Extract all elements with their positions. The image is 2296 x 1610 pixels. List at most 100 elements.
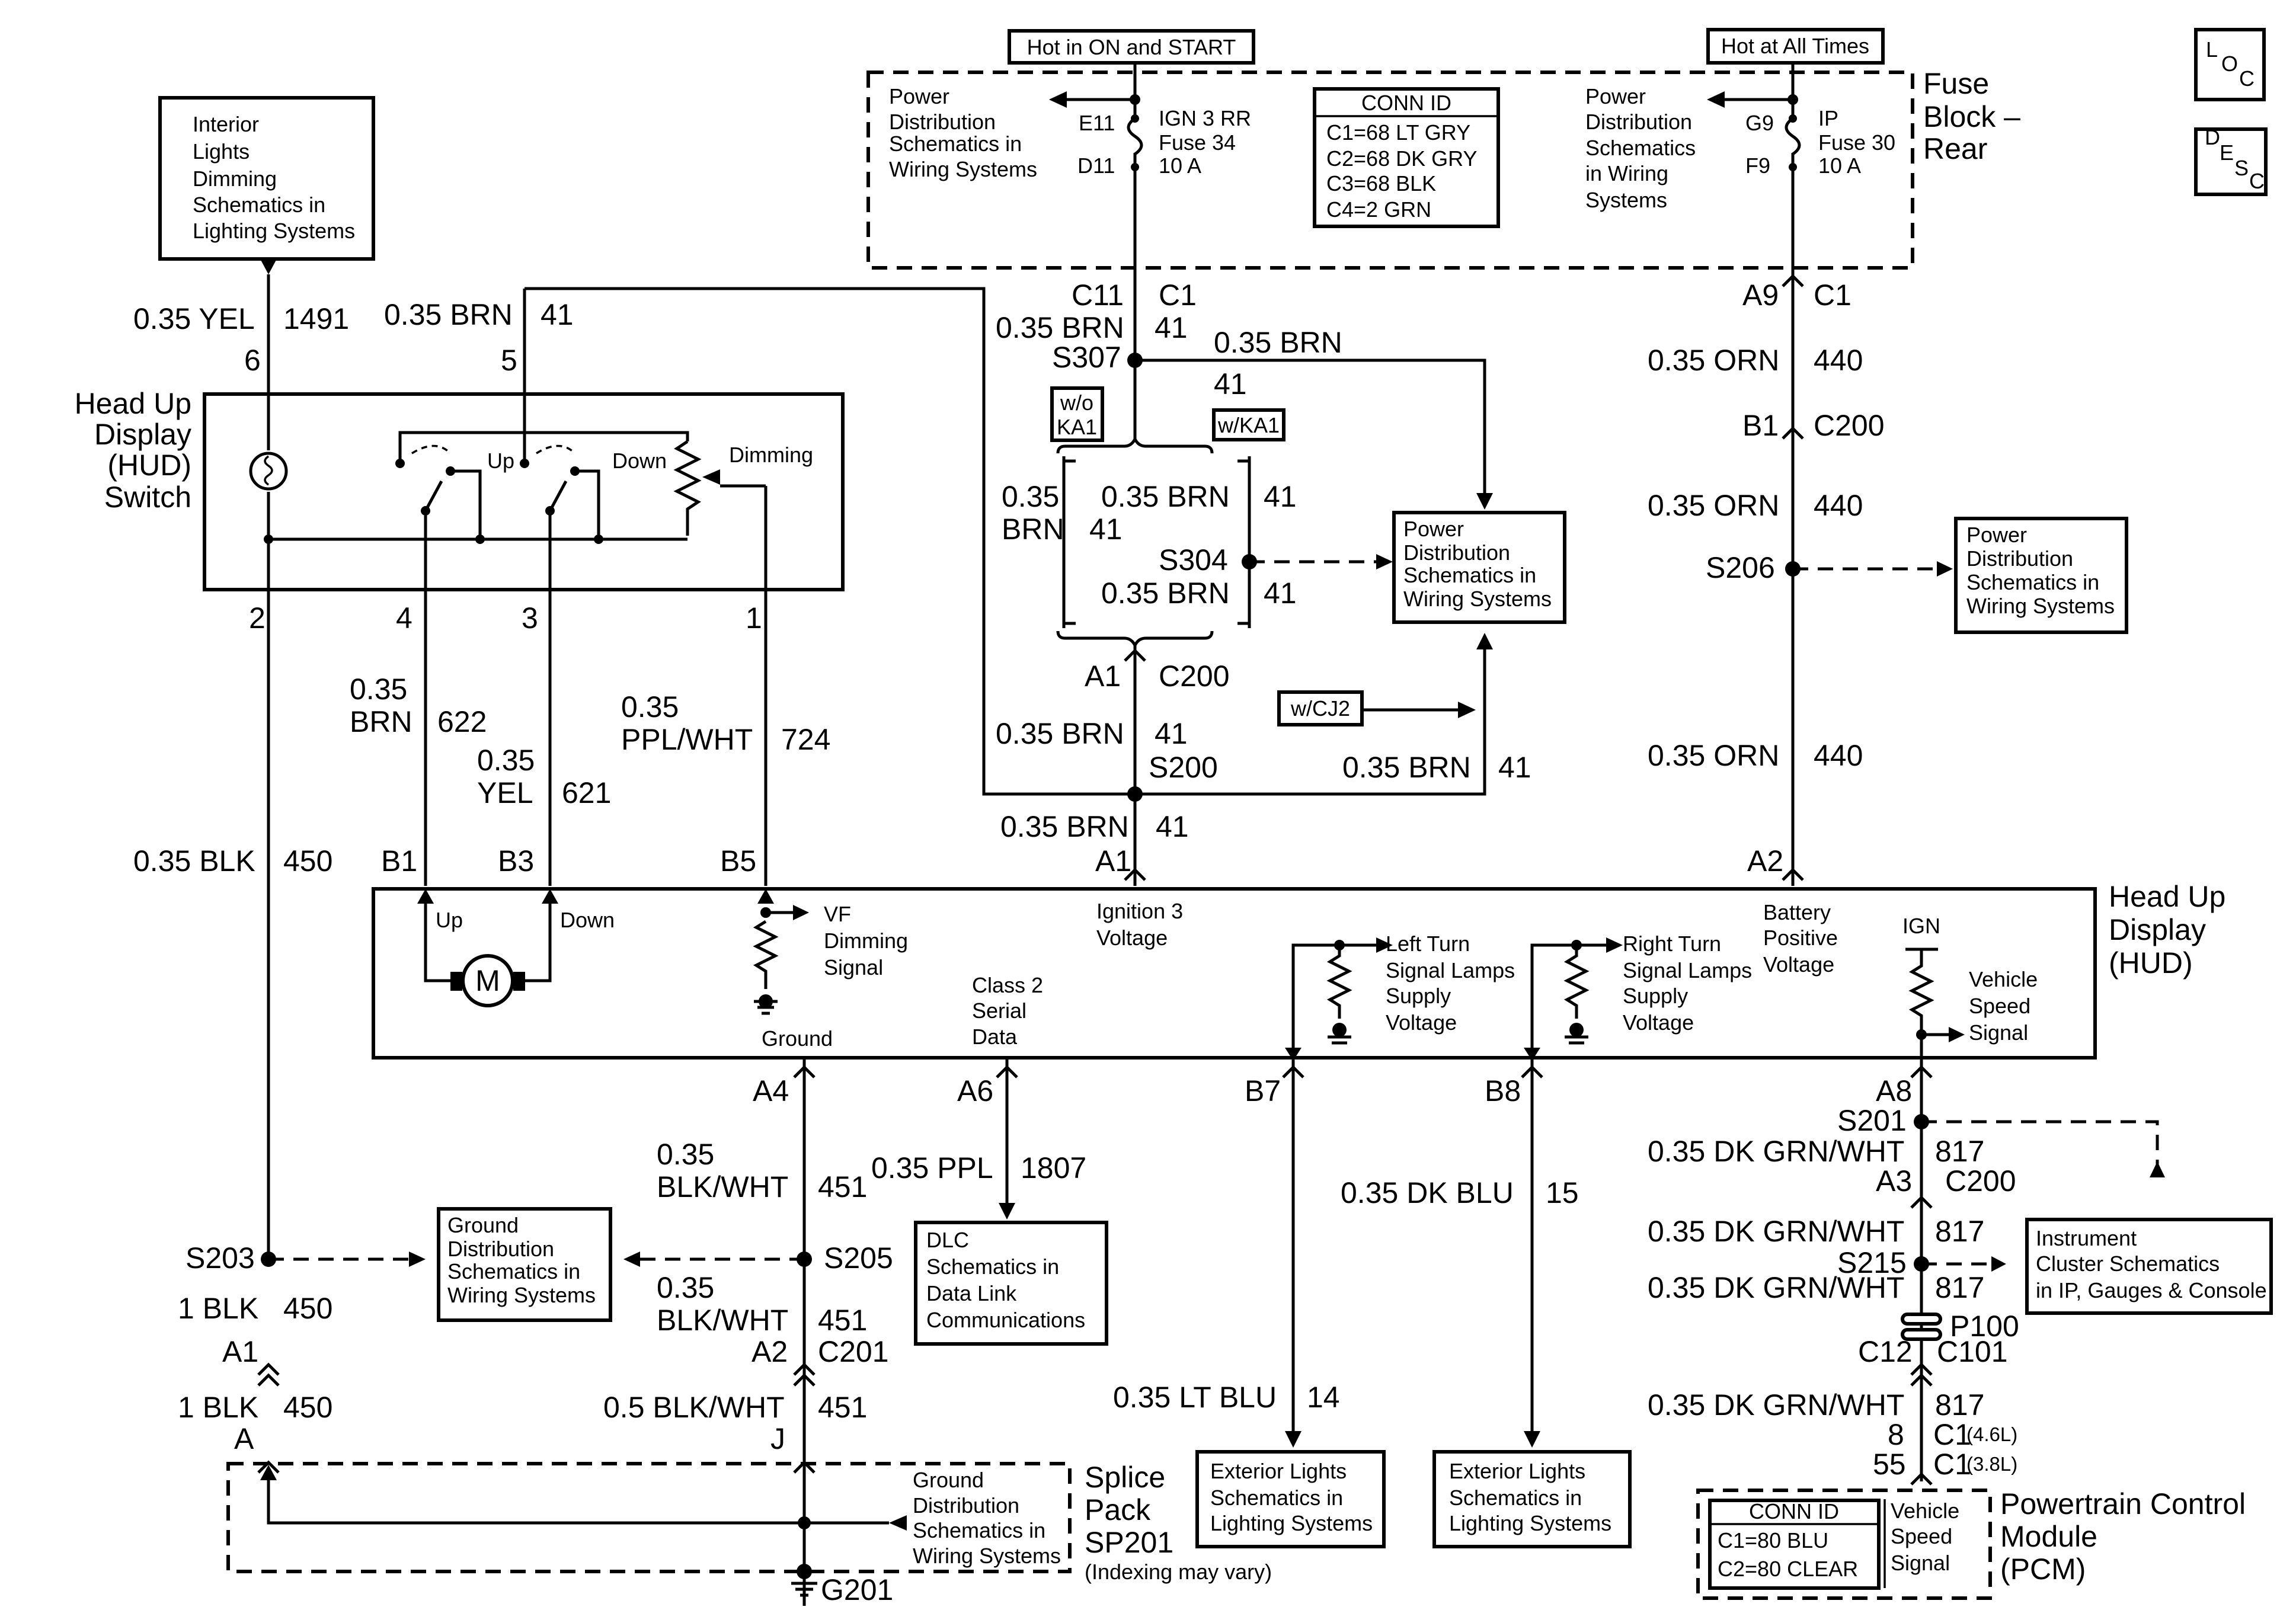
power-dist-right-text: Power Distribution Schematics in Wiring … [1585,84,1696,212]
hot-on-start-label: Hot in ON and START [1008,29,1255,65]
svg-text:Interior: Interior [193,112,259,136]
motor-down-label: Down [560,908,615,932]
exterior-lights-box-2[interactable]: Exterior Lights Schematics in Lighting S… [1432,1450,1632,1548]
svg-text:C2=68 DK GRY: C2=68 DK GRY [1326,146,1477,171]
pcm-label: Powertrain Control Module (PCM) [2000,1487,2246,1586]
dlc-box[interactable]: DLC Schematics in Data Link Communicatio… [914,1221,1108,1346]
hud-pin-b5: B5 [720,844,756,878]
svg-text:C2=80 CLEAR: C2=80 CLEAR [1718,1557,1858,1581]
svg-text:Distribution: Distribution [913,1493,1019,1518]
svg-text:Rear: Rear [1923,132,1987,165]
svg-text:Right Turn: Right Turn [1623,932,1721,956]
power-dist-left-text: Power Distribution Schematics in Wiring … [889,84,1037,181]
svg-text:Signal Lamps: Signal Lamps [1623,958,1752,982]
wire-440-circuit-b: 440 [1814,489,1863,522]
connector-a9: A9 [1742,279,1779,312]
svg-text:Hot in ON and START: Hot in ON and START [1027,35,1236,59]
wire-817-label-c: 0.35 DK GRN/WHT [1648,1271,1904,1304]
right-turn-label: Right Turn Signal Lamps Supply Voltage [1623,932,1752,1035]
fuse30-label: IP Fuse 30 10 A [1818,106,1895,178]
instrument-cluster-box[interactable]: Instrument Cluster Schematics in IP, Gau… [2025,1218,2273,1315]
svg-text:Instrument: Instrument [2036,1226,2137,1250]
hud-switch-pin-4: 4 [396,601,412,635]
wire-451-circuit-c: 451 [818,1391,867,1424]
svg-text:BLK/WHT: BLK/WHT [657,1170,788,1204]
svg-text:41: 41 [1089,513,1123,546]
svg-text:451: 451 [818,1170,867,1204]
splice-s206: S206 [1706,551,1775,584]
wire-41-circuit-g: 41 [1156,810,1189,843]
svg-text:Schematics in: Schematics in [1210,1486,1343,1510]
interior-lights-box[interactable]: Interior Lights Dimming Schematics in Li… [158,96,375,261]
hud-pin-b7: B7 [1245,1074,1281,1108]
svg-text:Systems: Systems [1585,188,1667,212]
svg-text:Schematics in: Schematics in [889,132,1022,156]
svg-text:Voltage: Voltage [1386,1010,1457,1035]
loc-icon[interactable]: L O C [2194,28,2266,101]
p100-label: P100 [1950,1310,2019,1343]
hud-pin-a1: A1 [1095,844,1131,878]
ground-icon [759,994,773,1009]
wire-622-label: 0.35 BRN 622 [350,673,487,738]
wire-817-circuit-d: 817 [1935,1388,1984,1422]
wire-451-label-a: 0.35 BLK/WHT 451 [657,1138,867,1204]
wo-ka1-option: w/o KA1 [1050,386,1104,442]
ground-dist-box[interactable]: Ground Distribution Schematics in Wiring… [437,1207,612,1322]
power-dist-center-box[interactable]: Power Distribution Schematics in Wiring … [1392,511,1566,624]
ignition3-label: Ignition 3 Voltage [1096,899,1183,950]
svg-text:Display: Display [2109,913,2206,946]
hud-module-label: Head Up Display (HUD) [2109,880,2225,980]
svg-text:Battery: Battery [1763,900,1831,924]
svg-text:Vehicle: Vehicle [1969,967,2038,991]
ground-g201: G201 [821,1573,893,1606]
pcm-c1-38l: C1 [1933,1448,1971,1481]
wire-14-label: 0.35 LT BLU [1113,1381,1277,1414]
power-dist-right-box[interactable]: Power Distribution Schematics in Wiring … [1954,517,2128,634]
svg-text:Signal: Signal [1891,1551,1950,1575]
splice-s205-dot [797,1251,812,1267]
svg-text:0.35: 0.35 [657,1138,714,1171]
exterior-lights-box-1[interactable]: Exterior Lights Schematics in Lighting S… [1195,1450,1386,1548]
svg-text:(HUD): (HUD) [2109,946,2193,980]
wire-450-circuit: 450 [283,844,332,878]
svg-text:Exterior Lights: Exterior Lights [1210,1459,1347,1483]
svg-text:Wiring Systems: Wiring Systems [1403,587,1552,611]
svg-text:IGN 3 RR: IGN 3 RR [1159,106,1251,130]
wire-724-label: 0.35 PPL/WHT 724 [621,690,830,756]
svg-text:BRN: BRN [350,705,412,738]
svg-text:SP201: SP201 [1085,1526,1173,1559]
svg-text:Ignition 3: Ignition 3 [1096,899,1183,923]
svg-text:CONN ID: CONN ID [1361,91,1451,115]
svg-text:Schematics in: Schematics in [1403,563,1536,587]
wire-41-circuit-d: 41 [1264,577,1297,610]
svg-text:Speed: Speed [1969,994,2030,1018]
hud-pin-b1: B1 [381,844,417,878]
svg-text:0.35: 0.35 [350,673,407,706]
splice-ground-dist-text: Ground Distribution Schematics in Wiring… [913,1468,1061,1568]
svg-text:Lighting Systems: Lighting Systems [1449,1511,1611,1535]
pcm-note-38l: (3.8L) [1966,1453,2017,1475]
splice-pin-j: J [770,1422,785,1455]
svg-text:451: 451 [818,1304,867,1337]
svg-text:Data Link: Data Link [926,1281,1017,1305]
svg-text:in Wiring: in Wiring [1585,161,1668,185]
svg-text:C1=68 LT GRY: C1=68 LT GRY [1326,120,1470,145]
svg-text:0.35: 0.35 [621,690,679,724]
wire-1491-label: 0.35 YEL [133,302,255,335]
hud-switch-pin-6: 6 [244,344,261,377]
class2-label: Class 2 Serial Data [972,973,1043,1049]
splice-s215: S215 [1837,1246,1907,1279]
svg-text:Power: Power [889,84,949,108]
down-switch [548,480,568,512]
fuse34-pin-out: D11 [1077,153,1115,178]
fuse30-element [1785,117,1801,156]
svg-text:Dimming: Dimming [824,929,908,953]
svg-text:w/o: w/o [1060,391,1093,415]
svg-text:Signal Lamps: Signal Lamps [1386,958,1515,982]
fuse34-element [1127,117,1143,156]
left-turn-label: Left Turn Signal Lamps Supply Voltage [1386,932,1515,1035]
svg-text:C3=68 BLK: C3=68 BLK [1326,171,1436,196]
wire-41-label-f: 0.35 BRN [1342,751,1471,784]
desc-icon[interactable]: D E S C [2194,125,2268,196]
